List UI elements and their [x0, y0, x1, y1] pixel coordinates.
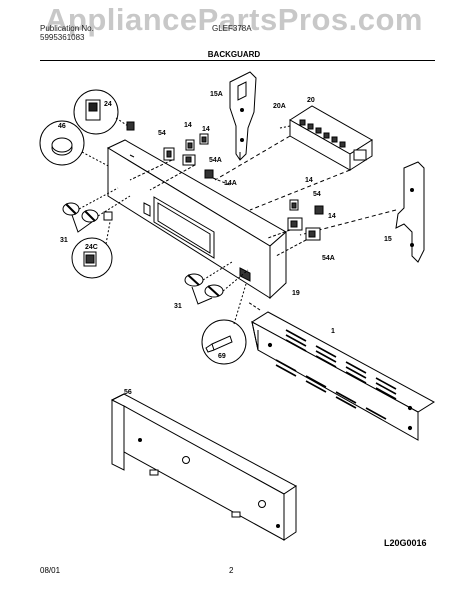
switch-clip-group-left [129, 133, 231, 191]
bracket-15 [299, 161, 425, 263]
callout-69-screw [201, 283, 247, 365]
publication-label: Publication No. [40, 24, 94, 33]
callout-label-14-right-b: 14 [328, 213, 336, 220]
bracket-15A [229, 71, 257, 161]
knobs-31-left [62, 187, 131, 233]
callout-label-14-right-a: 14 [305, 177, 313, 184]
diagram-code: L20G0016 [384, 538, 427, 548]
callout-label-24C: 24C [85, 244, 98, 251]
callout-label-56: 56 [124, 389, 132, 396]
callout-label-14-left-b: 14 [202, 126, 210, 133]
footer-date: 08/01 [40, 566, 61, 575]
callout-label-31-bottom: 31 [174, 303, 182, 310]
callout-label-31-left: 31 [60, 237, 68, 244]
callout-label-15: 15 [384, 236, 392, 243]
header-divider [40, 60, 435, 61]
rear-panel-1 [247, 301, 435, 441]
callout-24C-switch [71, 221, 113, 279]
knobs-31-bottom [184, 261, 249, 305]
publication-number: 5995361083 [40, 33, 85, 42]
callout-label-54A-right: 54A [322, 255, 335, 262]
callout-label-14A: 14A [224, 180, 237, 187]
trim-bracket-56 [110, 393, 297, 541]
callout-label-1: 1 [331, 328, 335, 335]
page-number: 2 [229, 566, 234, 575]
callout-label-69: 69 [218, 353, 226, 360]
callout-label-46: 46 [58, 123, 66, 130]
control-board-20 [214, 105, 373, 211]
page-title: BACKGUARD [207, 50, 261, 59]
callout-label-15A: 15A [210, 91, 223, 98]
callout-label-54-right: 54 [313, 191, 321, 198]
callout-24-rocker-switch [73, 89, 135, 135]
callout-label-54A-left: 54A [209, 157, 222, 164]
callout-label-24: 24 [104, 101, 112, 108]
backguard-panel-19 [106, 139, 287, 300]
callout-label-54-left: 54 [158, 130, 166, 137]
switch-clip-group-right [267, 199, 324, 257]
callout-46-knob [39, 120, 113, 169]
callout-label-14-left-a: 14 [184, 122, 192, 129]
callout-label-20A: 20A [273, 103, 286, 110]
callout-label-20: 20 [307, 97, 315, 104]
model-number: GLEF378A [212, 24, 252, 33]
callout-label-19: 19 [292, 290, 300, 297]
watermark-logo: AppliancePartsPros.com [45, 2, 423, 37]
